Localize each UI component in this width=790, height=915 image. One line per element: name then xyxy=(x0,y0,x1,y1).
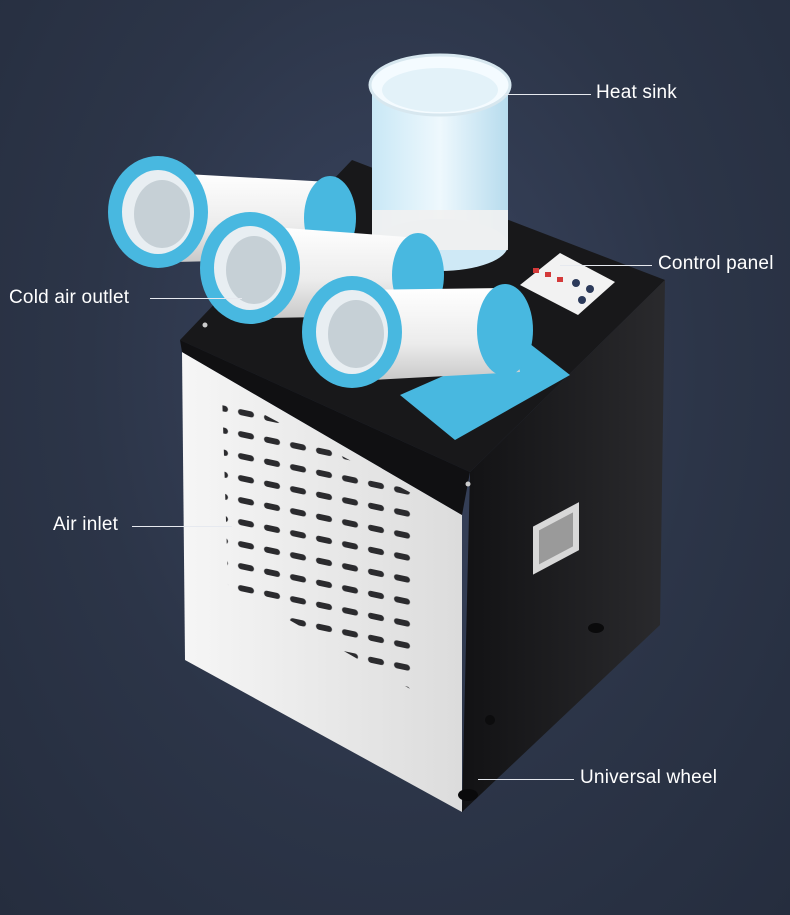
heat-sink-duct xyxy=(368,53,512,271)
cold-air-outlet-label: Cold air outlet xyxy=(9,287,130,308)
control-panel-leader-line xyxy=(560,265,652,266)
control-panel-label: Control panel xyxy=(658,253,774,274)
universal-wheel xyxy=(458,789,478,801)
air-inlet-label: Air inlet xyxy=(53,514,119,535)
heat-sink-label: Heat sink xyxy=(596,82,678,103)
outlet-base-plate xyxy=(400,340,570,440)
cold-air-outlet-leader-line xyxy=(150,298,242,299)
universal-wheel-leader-line xyxy=(478,779,574,780)
air-inlet-leader-line xyxy=(132,526,232,527)
air-inlet-grille xyxy=(222,392,415,690)
heat-sink-leader-line xyxy=(505,94,591,95)
control-panel-display xyxy=(520,253,615,315)
cold-air-outlet-ducts xyxy=(108,156,533,388)
universal-wheel-label: Universal wheel xyxy=(580,767,718,788)
